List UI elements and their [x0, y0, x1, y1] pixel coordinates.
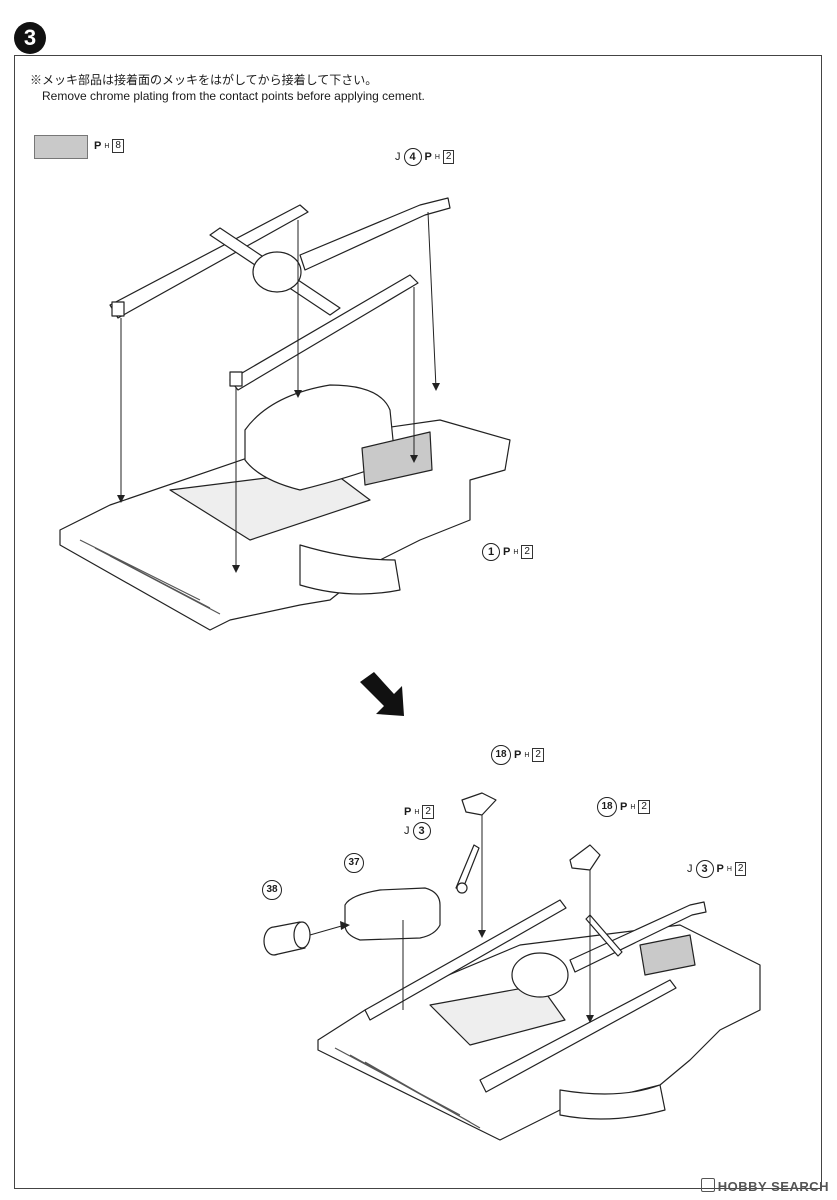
part-ref-j3-left: J 3 [404, 822, 431, 840]
chassis-frame-top [59, 384, 511, 631]
instruction-frame [14, 55, 822, 1189]
step-number-badge: 3 [14, 22, 46, 54]
part-ref-37: 37 [344, 853, 364, 873]
chassis-frame-bottom [317, 924, 761, 1141]
rod-j3-left [455, 844, 480, 894]
guide-lines-bottom [309, 815, 591, 1020]
note-english: Remove chrome plating from the contact p… [42, 89, 425, 103]
chrome-note: ※メッキ部品は接着面のメッキをはがしてから接着して下さい。 Remove chr… [30, 72, 425, 104]
rod-j3-right [585, 914, 623, 957]
next-step-arrow [360, 672, 404, 716]
installed-axle-bottom [364, 899, 707, 1093]
guide-arrowheads-bottom [340, 921, 594, 1023]
watermark: HOBBY SEARCH [700, 1178, 829, 1194]
guide-lines-top [120, 211, 437, 570]
muffler-37 [344, 887, 441, 941]
color-swatch [34, 135, 88, 159]
exhaust-tip-38 [263, 921, 311, 956]
guide-arrowheads-top [117, 383, 440, 573]
rear-axle-j4 [109, 197, 451, 391]
bracket-18-a [461, 792, 497, 816]
note-japanese: ※メッキ部品は接着面のメッキをはがしてから接着して下さい。 [30, 73, 378, 87]
bracket-18-b [569, 844, 601, 871]
part-ref-38: 38 [262, 880, 282, 900]
